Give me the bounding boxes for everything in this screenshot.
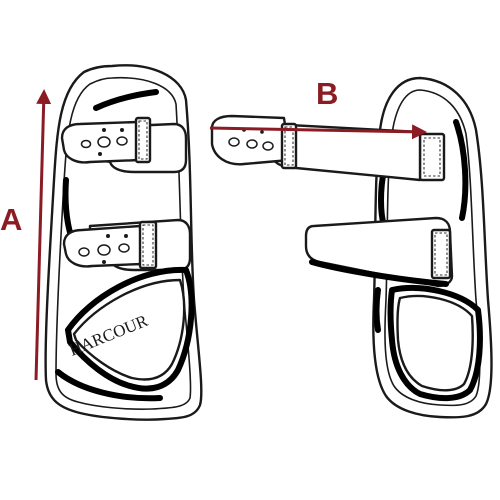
extended-strap-velcro-stitch <box>284 126 294 166</box>
lower-strap-rivet-2 <box>124 234 128 238</box>
upper-strap-hole-3 <box>116 136 128 146</box>
lower-strap-rivet-1 <box>106 234 110 238</box>
lower-strap-velcro <box>138 220 158 270</box>
upper-strap-velcro <box>134 116 152 164</box>
dimension-b-arrow <box>209 124 427 140</box>
right-boot-folded-strap <box>304 216 454 288</box>
dimension-a-arrow <box>34 89 52 381</box>
shield-panel <box>72 278 186 381</box>
left-boot-front-view: HARCOUR <box>44 64 203 421</box>
right-boot-heel-cup <box>387 285 483 402</box>
extended-strap-hole-1 <box>228 137 240 147</box>
extended-strap-rivet-2 <box>260 130 264 134</box>
folded-strap-velcro <box>430 228 452 280</box>
upper-strap-velcro-stitch <box>138 120 148 160</box>
right-boot-left-edge <box>378 167 387 229</box>
left-boot-bottom-edge <box>55 369 163 402</box>
upper-strap-rivet-2 <box>120 128 124 132</box>
upper-strap-hole-2 <box>97 136 111 148</box>
lower-strap-rivet-3 <box>102 260 106 264</box>
right-boot-side-edge <box>453 119 469 221</box>
folded-strap-underside <box>309 259 449 287</box>
dimension-a-label: A <box>0 202 23 237</box>
lower-strap-velcro-stitch <box>142 224 154 266</box>
extended-strap-hole-3 <box>262 141 274 151</box>
upper-strap-hole-1 <box>80 139 92 149</box>
upper-strap-rivet-3 <box>98 152 102 156</box>
left-boot-upper-strap <box>60 116 188 174</box>
right-boot-back-view <box>210 76 493 419</box>
lower-strap-hole-2 <box>97 244 111 256</box>
shield-outer-edge <box>65 266 195 392</box>
folded-strap-velcro-stitch <box>434 232 448 276</box>
left-boot-lower-strap <box>62 218 192 272</box>
lower-strap-hole-3 <box>118 243 130 253</box>
right-boot-inner-line <box>384 89 481 407</box>
extended-strap-hole-2 <box>246 139 258 149</box>
right-boot-left-lower-edge <box>373 287 381 333</box>
left-boot-shield: HARCOUR <box>65 266 195 392</box>
left-boot-top-cuff <box>93 89 159 111</box>
dimension-b-label: B <box>316 76 339 111</box>
right-boot-heel-panel <box>396 294 474 392</box>
upper-strap-rivet-1 <box>102 128 106 132</box>
lower-strap-hole-1 <box>78 247 90 257</box>
